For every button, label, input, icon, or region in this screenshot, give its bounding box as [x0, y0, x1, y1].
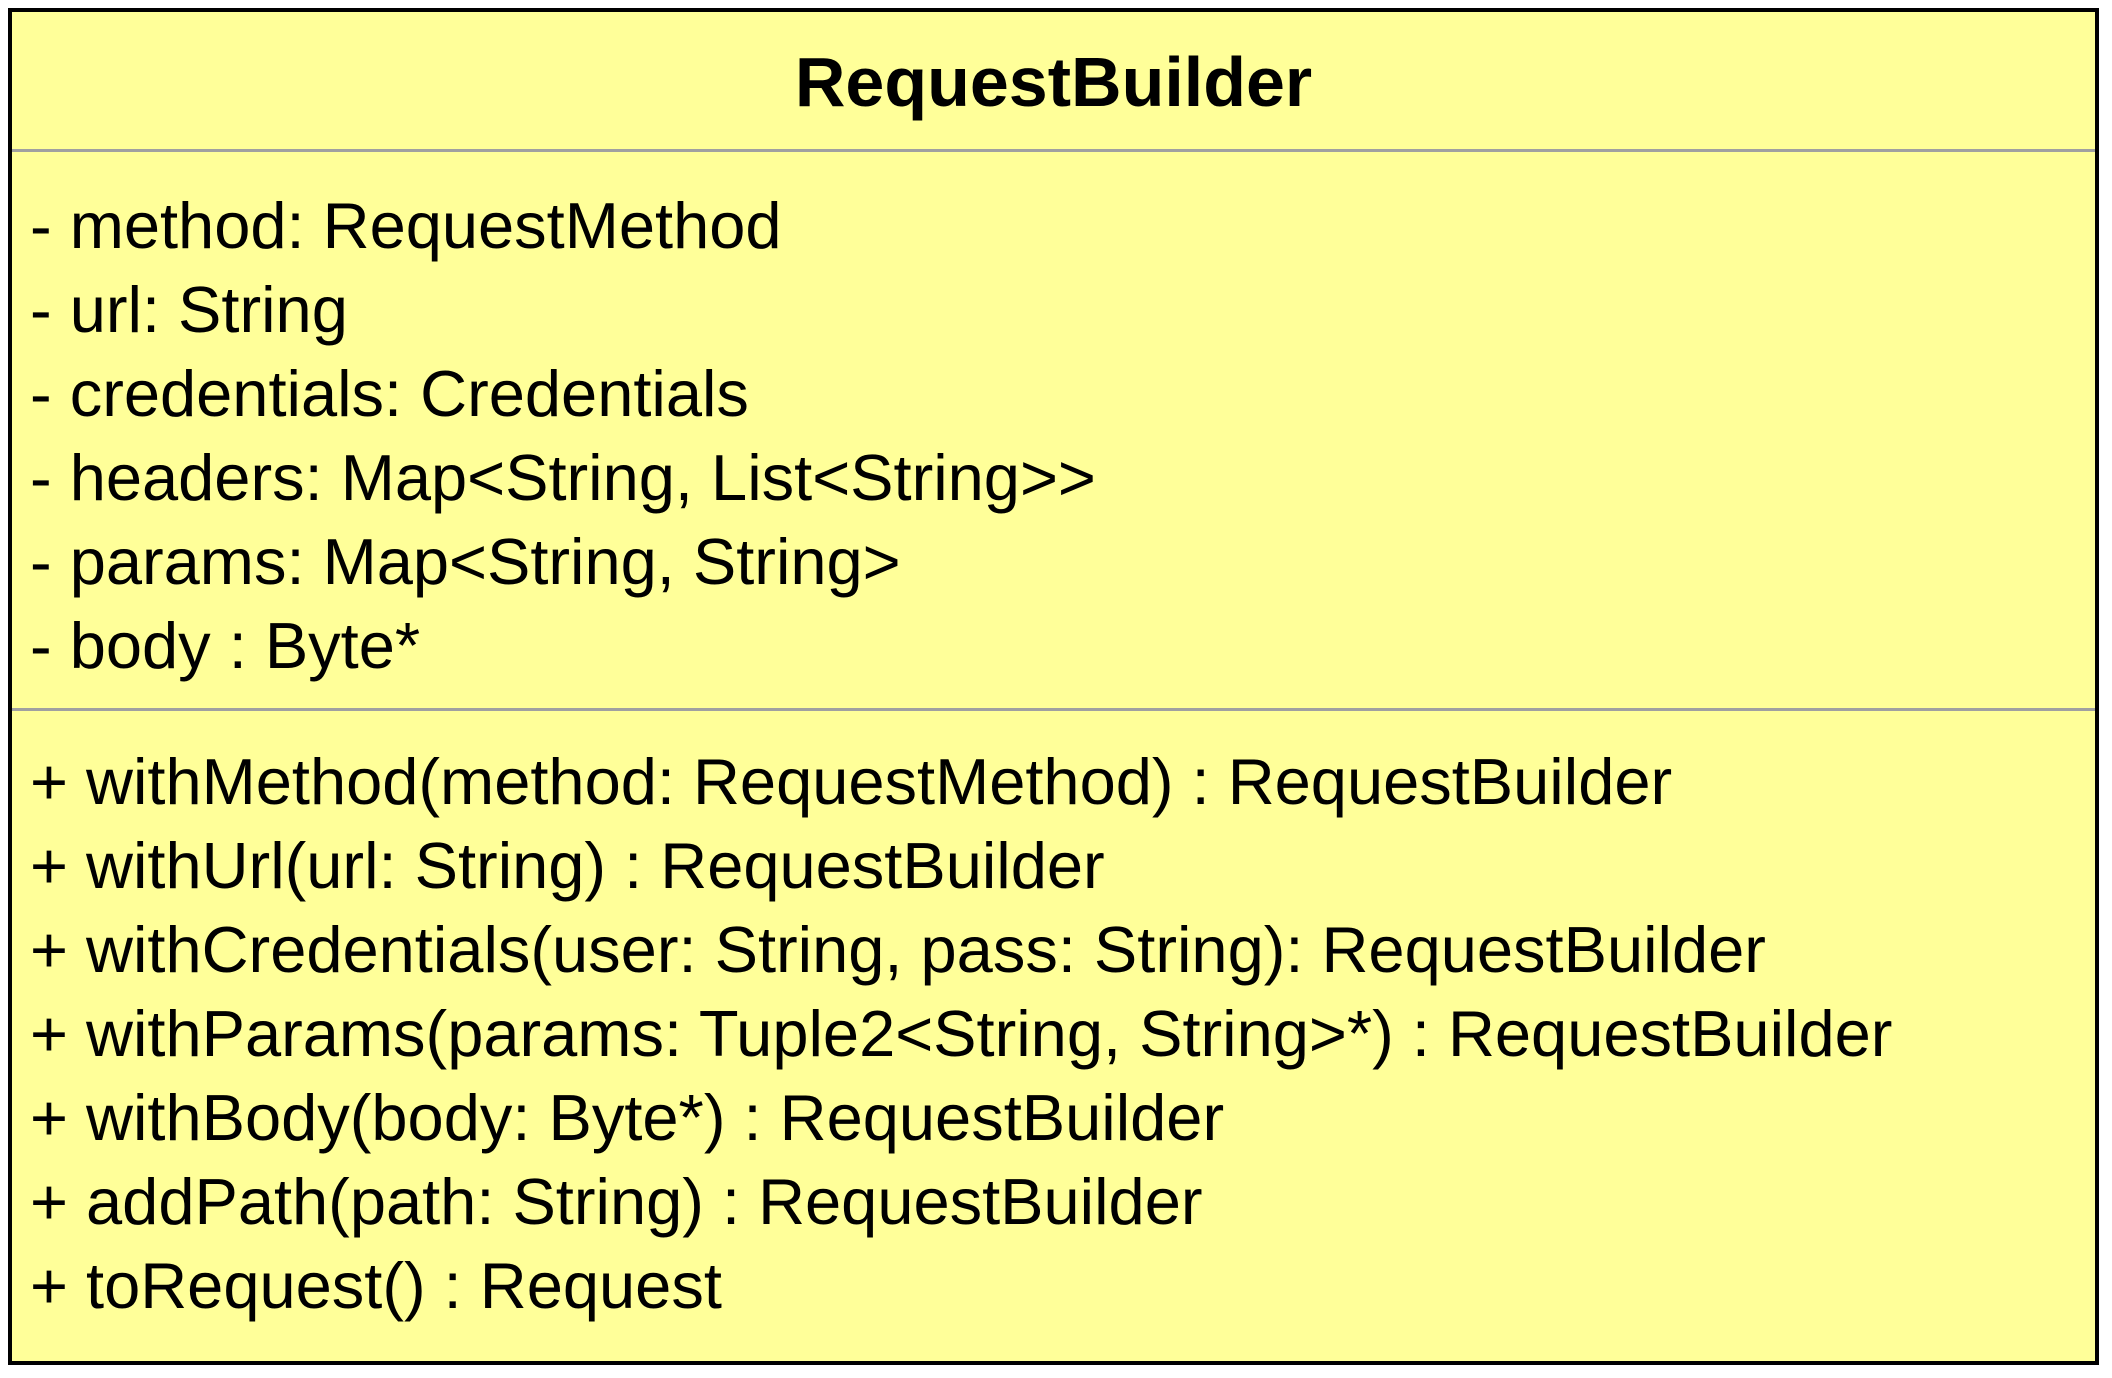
- operation-with-params: + withParams(params: Tuple2<String, Stri…: [30, 997, 1893, 1070]
- attributes-compartment: - method: RequestMethod - url: String - …: [30, 184, 2089, 688]
- operation-to-request: + toRequest() : Request: [30, 1249, 722, 1322]
- operation-with-credentials: + withCredentials(user: String, pass: St…: [30, 913, 1766, 986]
- attribute-url: - url: String: [30, 273, 348, 346]
- operations-compartment: + withMethod(method: RequestMethod) : Re…: [30, 740, 2089, 1328]
- operation-with-method: + withMethod(method: RequestMethod) : Re…: [30, 745, 1673, 818]
- operation-add-path: + addPath(path: String) : RequestBuilder: [30, 1165, 1203, 1238]
- attribute-method: - method: RequestMethod: [30, 189, 782, 262]
- attribute-body: - body : Byte*: [30, 609, 421, 682]
- class-name: RequestBuilder: [794, 43, 1313, 121]
- compartment-divider-attributes: [12, 149, 2095, 152]
- compartment-divider-operations: [12, 708, 2095, 711]
- operation-with-body: + withBody(body: Byte*) : RequestBuilder: [30, 1081, 1225, 1154]
- uml-class-box: RequestBuilder - method: RequestMethod -…: [8, 8, 2099, 1365]
- operation-with-url: + withUrl(url: String) : RequestBuilder: [30, 829, 1105, 902]
- attribute-credentials: - credentials: Credentials: [30, 357, 749, 430]
- attribute-params: - params: Map<String, String>: [30, 525, 901, 598]
- attribute-headers: - headers: Map<String, List<String>>: [30, 441, 1096, 514]
- class-name-compartment: RequestBuilder: [12, 12, 2095, 152]
